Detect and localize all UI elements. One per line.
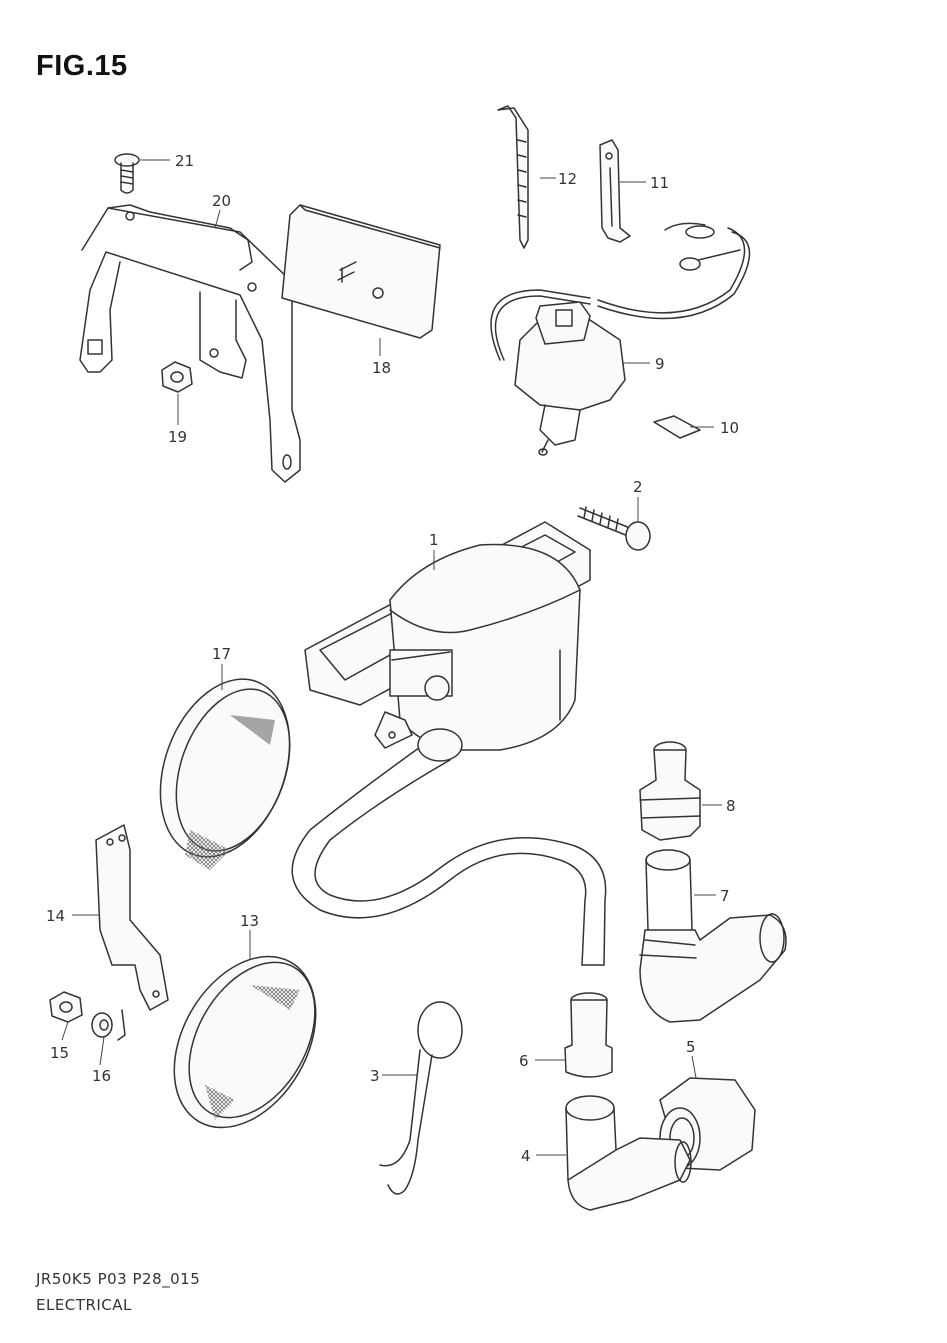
- callout-1: 1: [429, 531, 439, 549]
- bracket-20-drawing: [79, 204, 301, 483]
- clamp-11-drawing: [599, 139, 631, 243]
- callout-12: 12: [558, 170, 577, 188]
- callout-19: 19: [168, 428, 187, 446]
- reflector-13-drawing: [173, 955, 317, 1129]
- switch-9-drawing: [490, 222, 751, 456]
- figure-title: FIG.15: [36, 50, 128, 82]
- screw-21-drawing: [114, 153, 140, 194]
- callout-2: 2: [633, 478, 643, 496]
- callout-13: 13: [240, 912, 259, 930]
- pin-3-drawing: [379, 1001, 463, 1195]
- cap-8-drawing: [639, 741, 701, 841]
- callout-4: 4: [521, 1147, 531, 1165]
- callout-20: 20: [212, 192, 231, 210]
- plug-cap-4-drawing: [565, 1095, 692, 1211]
- callout-5: 5: [686, 1038, 696, 1056]
- section-name: ELECTRICAL: [36, 1296, 132, 1314]
- sleeve-6-drawing: [564, 992, 613, 1078]
- reflector-17-drawing: [159, 678, 291, 870]
- callout-14: 14: [46, 907, 65, 925]
- callout-10: 10: [720, 419, 739, 437]
- callout-16: 16: [92, 1067, 111, 1085]
- callout-3: 3: [370, 1067, 380, 1085]
- leader-lines: [61, 159, 722, 1156]
- bracket-14-drawing: [95, 824, 169, 1041]
- rubber-pad-18-drawing: [281, 204, 441, 339]
- callout-11: 11: [650, 174, 669, 192]
- bolt-2-drawing: [577, 506, 651, 551]
- washer-16-drawing: [91, 1012, 113, 1038]
- callout-21: 21: [175, 152, 194, 170]
- callout-6: 6: [519, 1052, 529, 1070]
- callout-7: 7: [720, 887, 730, 905]
- nut-19-drawing: [161, 361, 193, 393]
- callout-17: 17: [212, 645, 231, 663]
- cable-tie-12-drawing: [497, 105, 529, 249]
- callout-labels: 21 20 12 11 18 19 9 10 2 1 17 8 7 14 13 …: [46, 152, 739, 1165]
- label-10-drawing: [653, 415, 701, 439]
- model-code: JR50K5 P03 P28_015: [36, 1270, 201, 1288]
- ht-cable-drawing: [291, 728, 607, 966]
- nut-15-drawing: [49, 991, 83, 1023]
- plug-cap-7-drawing: [639, 849, 787, 1023]
- callout-15: 15: [50, 1044, 69, 1062]
- callout-18: 18: [372, 359, 391, 377]
- ignition-coil-1-drawing: [304, 521, 591, 751]
- callout-8: 8: [726, 797, 736, 815]
- callout-9: 9: [655, 355, 665, 373]
